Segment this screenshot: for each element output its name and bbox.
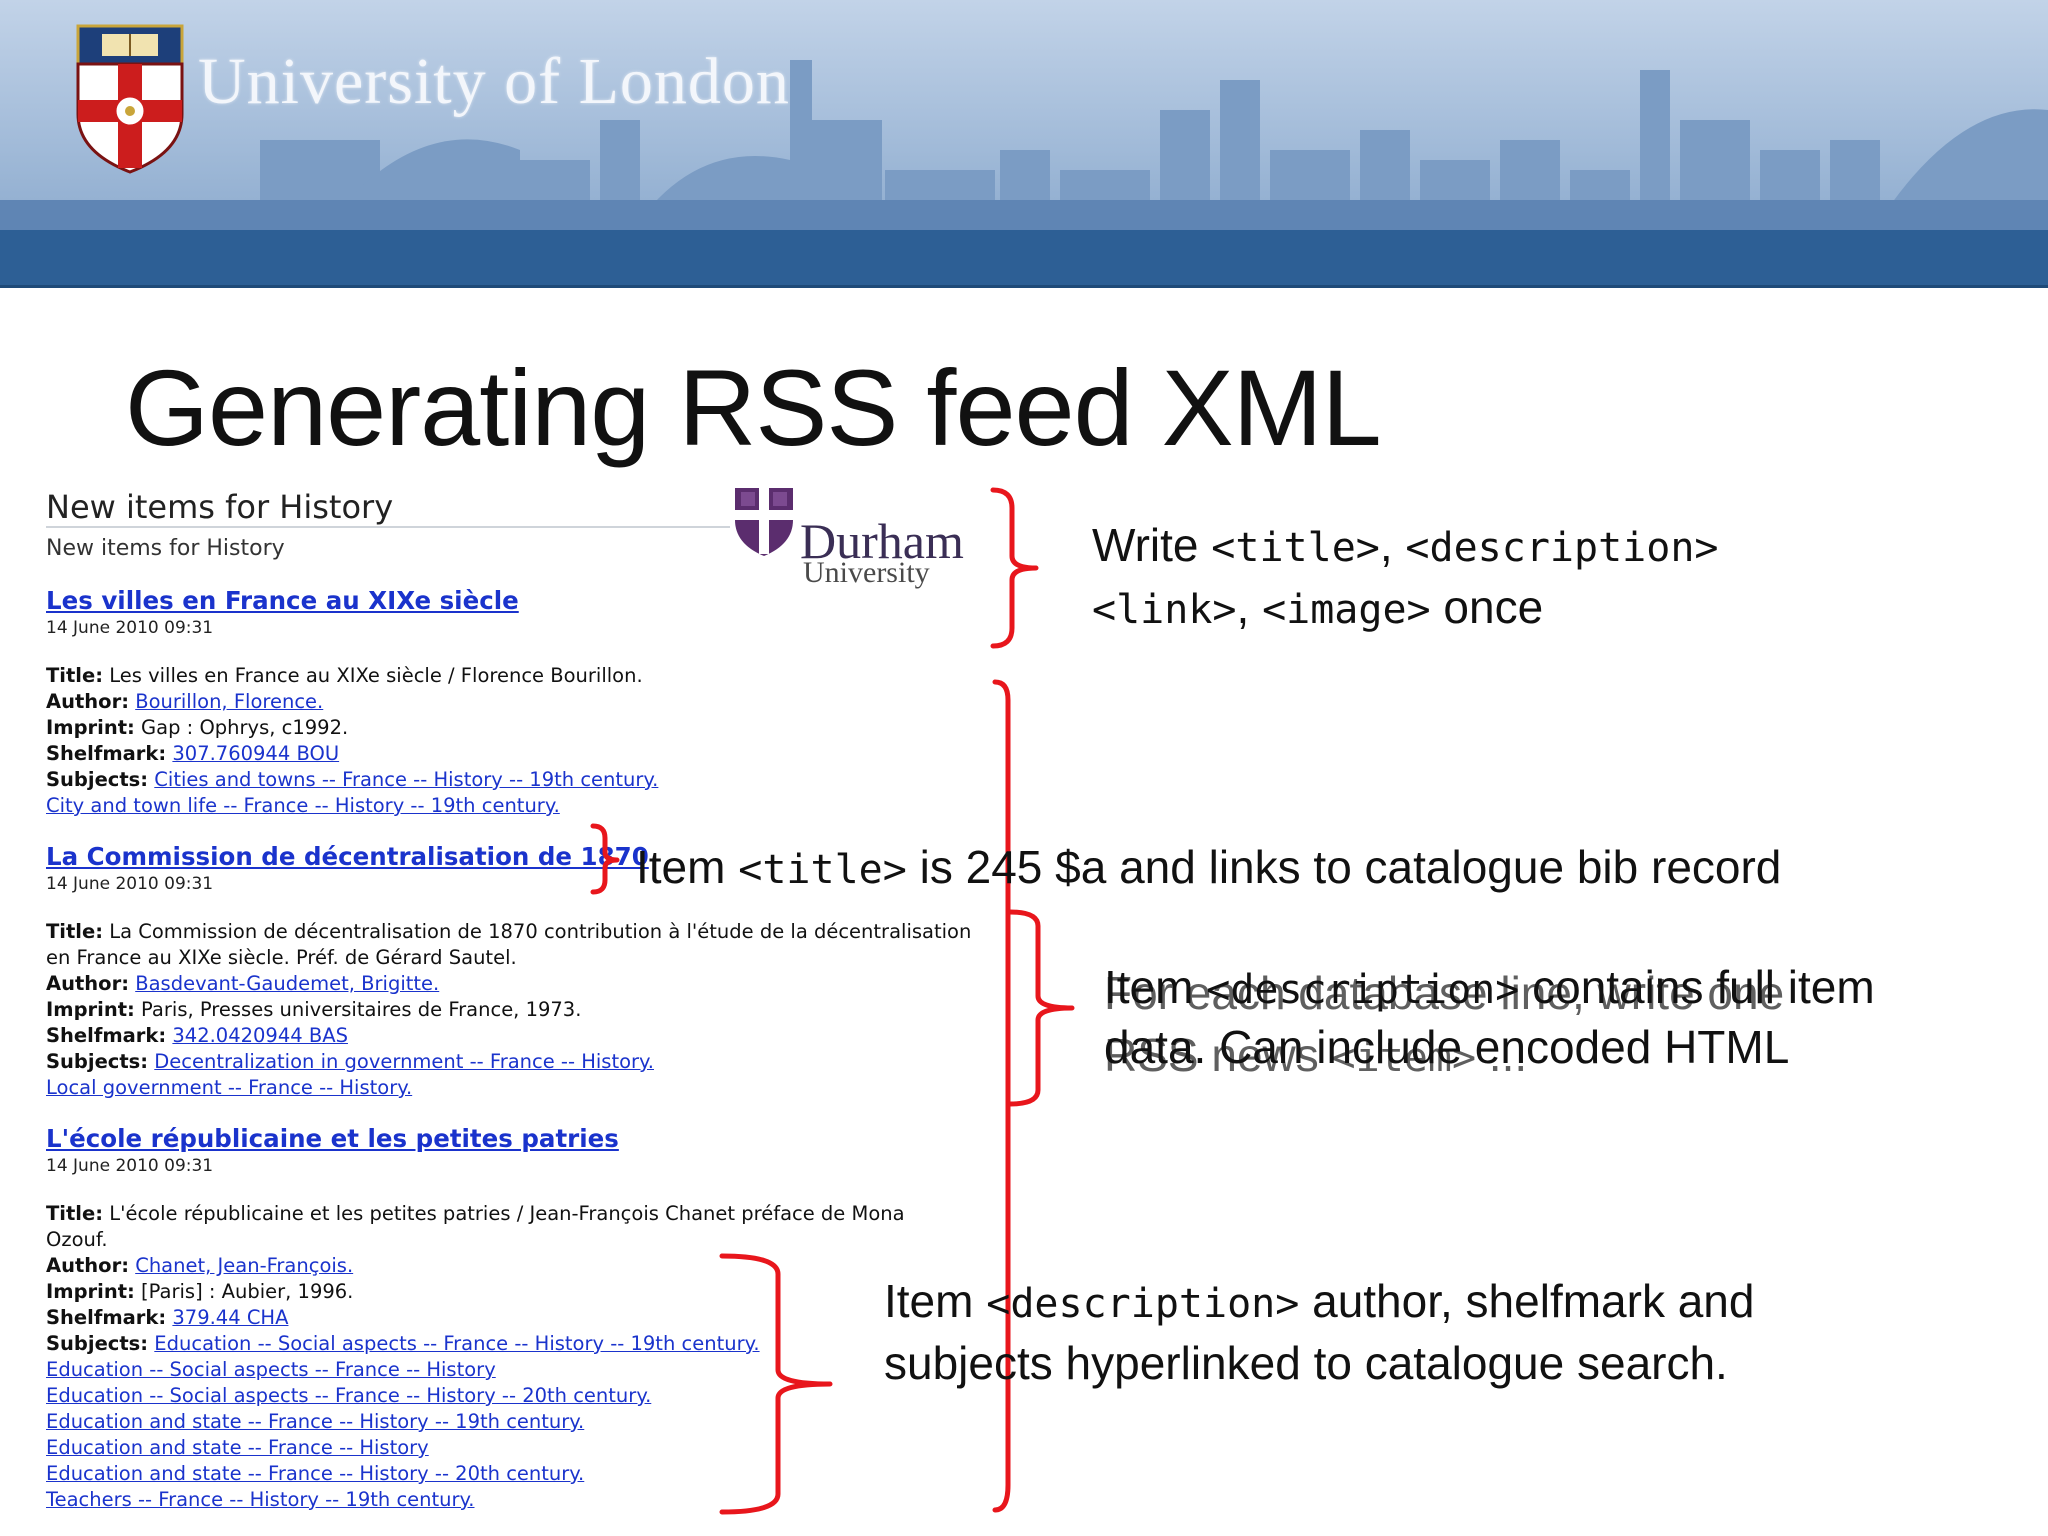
item-subjects-line: Subjects: Cities and towns -- France -- … [46, 768, 659, 791]
item-imprint-line: Imprint: Paris, Presses universitaires d… [46, 998, 582, 1021]
channel-note: Write <title>, <description> [1092, 519, 1719, 571]
subject-link[interactable]: Education and state -- France -- History [46, 1436, 429, 1459]
shelfmark-link[interactable]: 307.760944 BOU [172, 742, 340, 765]
subject-link[interactable]: Education -- Social aspects -- France --… [154, 1332, 760, 1355]
item-imprint-line: Imprint: Gap : Ophrys, c1992. [46, 716, 349, 739]
item-description-bracket [1007, 909, 1075, 1107]
item-date: 14 June 2010 09:31 [46, 874, 214, 894]
subject-link[interactable]: Teachers -- France -- History -- 19th ce… [46, 1488, 475, 1511]
author-link[interactable]: Basdevant-Gaudemet, Brigitte. [135, 972, 440, 995]
item-subjects-line: Subjects: Education -- Social aspects --… [46, 1332, 760, 1355]
item-author-line: Author: Basdevant-Gaudemet, Brigitte. [46, 972, 440, 995]
item-subjects-line: Education -- Social aspects -- France --… [46, 1384, 651, 1407]
item-date: 14 June 2010 09:31 [46, 1156, 214, 1176]
item-title-link[interactable]: L'école républicaine et les petites patr… [46, 1124, 619, 1153]
university-name: University of London [198, 45, 790, 118]
subject-link[interactable]: Education and state -- France -- History… [46, 1410, 585, 1433]
feed-divider [46, 526, 730, 528]
channel-bracket [990, 487, 1039, 649]
subject-link[interactable]: City and town life -- France -- History … [46, 794, 560, 817]
subject-link[interactable]: Decentralization in government -- France… [154, 1050, 654, 1073]
item-subjects-line: Education and state -- France -- History [46, 1436, 429, 1459]
item-links-note-line2: subjects hyperlinked to catalogue search… [884, 1337, 1728, 1389]
item-title-note: Item <title> is 245 $a and links to cata… [636, 841, 1782, 893]
item-subjects-line: Subjects: Decentralization in government… [46, 1050, 654, 1073]
item-description-note: Item <description> contains full item [1104, 961, 1875, 1013]
item-subjects-line: City and town life -- France -- History … [46, 794, 560, 817]
item-title-line: Ozouf. [46, 1228, 108, 1251]
subject-link[interactable]: Local government -- France -- History. [46, 1076, 413, 1099]
shelfmark-link[interactable]: 379.44 CHA [172, 1306, 289, 1329]
item-date: 14 June 2010 09:31 [46, 618, 214, 638]
item-subjects-line: Local government -- France -- History. [46, 1076, 412, 1099]
item-title-line: en France au XIXe siècle. Préf. de Gérar… [46, 946, 517, 969]
shelfmark-link[interactable]: 342.0420944 BAS [172, 1024, 348, 1047]
item-author-line: Author: Bourillon, Florence. [46, 690, 324, 713]
subject-link[interactable]: Education -- Social aspects -- France --… [46, 1384, 652, 1407]
item-shelfmark-line: Shelfmark: 307.760944 BOU [46, 742, 340, 765]
item-links-note: Item <description> author, shelfmark and [884, 1275, 1755, 1327]
author-link[interactable]: Bourillon, Florence. [135, 690, 324, 713]
subject-link[interactable]: Education and state -- France -- History… [46, 1462, 585, 1485]
foreach-note-line2: RSS news <item> ... [1104, 1029, 1528, 1081]
feed-screenshot: New items for History New items for Hist… [36, 480, 996, 1536]
university-crest-icon [72, 22, 188, 179]
item-shelfmark-line: Shelfmark: 379.44 CHA [46, 1306, 289, 1329]
item-shelfmark-line: Shelfmark: 342.0420944 BAS [46, 1024, 348, 1047]
item-author-line: Author: Chanet, Jean-François. [46, 1254, 354, 1277]
item-description-note-line2: data. Can include encoded HTML [1104, 1021, 1790, 1073]
item-subjects-line: Education and state -- France -- History… [46, 1462, 584, 1485]
item-title-line: Title: Les villes en France au XIXe sièc… [46, 664, 643, 687]
durham-logo-sub: University [803, 556, 930, 589]
foreach-note: For each database line, write one [1104, 967, 1785, 1019]
channel-note-line2: <link>, <image> once [1092, 581, 1544, 633]
item-title-line: Title: L'école républicaine et les petit… [46, 1202, 905, 1225]
durham-shield-icon [733, 486, 795, 563]
item-title-link[interactable]: La Commission de décentralisation de 187… [46, 842, 649, 871]
feed-subheading: New items for History [46, 536, 285, 561]
item-title-link[interactable]: Les villes en France au XIXe siècle [46, 586, 519, 615]
item-subjects-line: Teachers -- France -- History -- 19th ce… [46, 1488, 475, 1511]
subject-link[interactable]: Cities and towns -- France -- History --… [154, 768, 659, 791]
subject-link[interactable]: Education -- Social aspects -- France --… [46, 1358, 496, 1381]
item-subjects-line: Education -- Social aspects -- France --… [46, 1358, 496, 1381]
durham-logo-name: Durham [800, 513, 964, 569]
header-banner [0, 0, 2048, 288]
item-title-line: Title: La Commission de décentralisation… [46, 920, 972, 943]
slide-title: Generating RSS feed XML [125, 347, 1382, 468]
item-subjects-line: Education and state -- France -- History… [46, 1410, 584, 1433]
author-link[interactable]: Chanet, Jean-François. [135, 1254, 354, 1277]
feed-heading: New items for History [46, 488, 394, 526]
item-imprint-line: Imprint: [Paris] : Aubier, 1996. [46, 1280, 354, 1303]
